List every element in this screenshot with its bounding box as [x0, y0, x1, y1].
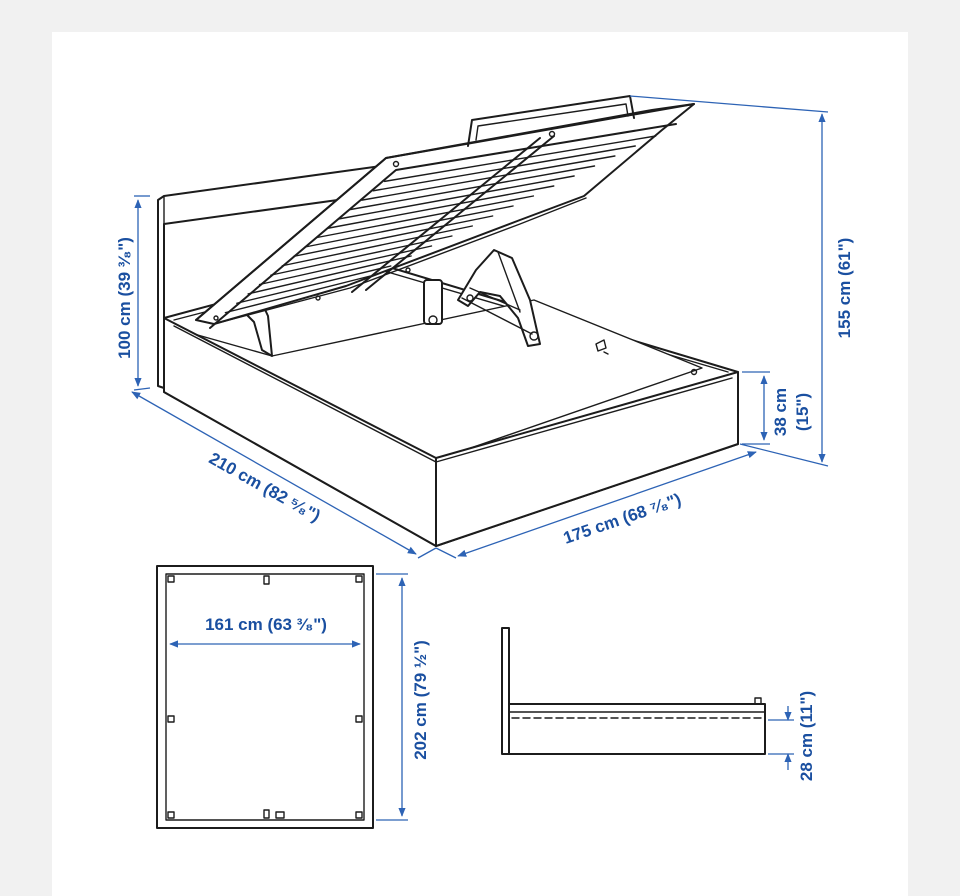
frame-height-dimension: 38 cm (15"): [742, 371, 812, 445]
top-view-length-dimension: 202 cm (79 ½"): [376, 573, 430, 821]
bed-slat: [258, 245, 433, 286]
bed-slat: [361, 155, 616, 201]
top-view-inner-frame: [165, 573, 365, 821]
bed-slat: [383, 135, 657, 183]
frame-height-in-label: (15"): [793, 393, 812, 431]
bed-slat: [224, 275, 372, 314]
headboard-height-dimension: 100 cm (39 ³⁄₈"): [115, 195, 151, 391]
total-height-label: 155 cm (61"): [835, 238, 854, 339]
bed-slat: [281, 225, 473, 267]
bed-slat: [292, 215, 494, 258]
bed-slat: [270, 235, 453, 276]
bed-slat: [247, 255, 412, 295]
side-view-drawing: [501, 627, 766, 755]
bed-slat: [349, 165, 596, 211]
headboard-height-label: 100 cm (39 ³⁄₈"): [115, 237, 134, 359]
side-view-headboard: [501, 627, 510, 755]
bed-slat: [338, 175, 575, 220]
top-view-outer-frame: [156, 565, 374, 829]
side-view-clearance-label: 28 cm (11"): [797, 691, 816, 781]
bed-slat: [304, 205, 514, 248]
bed-slat: [236, 265, 392, 304]
top-view-drawing: [156, 565, 374, 829]
side-view-clearance-dimension: 28 cm (11"): [768, 691, 816, 781]
top-view-length-label: 202 cm (79 ½"): [411, 640, 430, 760]
bed-slat: [327, 185, 555, 229]
total-height-dimension: 155 cm (61"): [629, 95, 854, 467]
bed-slat: [315, 195, 535, 239]
slatted-base-lifted: [195, 95, 695, 329]
frame-height-cm-label: 38 cm: [771, 388, 790, 436]
top-view-width-dimension: 161 cm (63 ³⁄₈"): [169, 611, 361, 648]
top-view-width-label: 161 cm (63 ³⁄₈"): [205, 615, 327, 634]
